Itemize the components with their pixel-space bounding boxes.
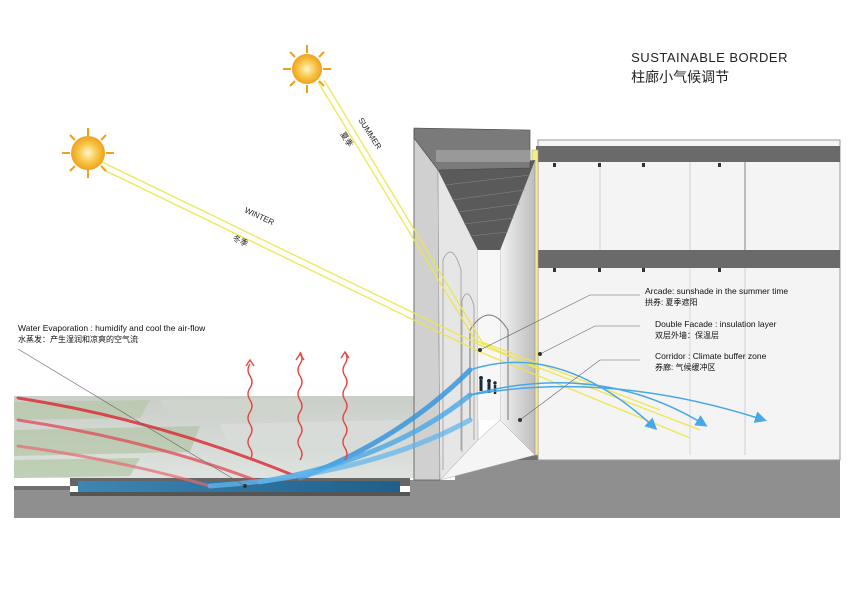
cool-air-flows <box>207 361 767 489</box>
water-evaporation-label: Water Evaporation : humidify and cool th… <box>18 322 205 346</box>
water-label-en: Water Evaporation : humidify and cool th… <box>18 323 206 333</box>
arcade-label-cn: 拱券: 夏季遮阳 <box>645 298 698 307</box>
title-cn: 柱廊小气候调节 <box>631 69 730 85</box>
facade-label-cn: 双层外墙：保温层 <box>655 331 719 340</box>
title-block: SUSTAINABLE BORDER 柱廊小气候调节 <box>631 50 788 87</box>
building-section <box>531 139 841 461</box>
warm-air-flows <box>16 396 302 488</box>
winter-label: WINTER <box>243 206 276 228</box>
arcade-label-en: Arcade: sunshade in the summer time <box>645 286 789 296</box>
winter-label-cn: 冬季 <box>231 233 250 249</box>
corridor-label-cn: 券廊: 气候缓冲区 <box>655 363 716 372</box>
arcade-corridor <box>413 127 536 481</box>
corridor-label: Corridor : Climate buffer zone 券廊: 气候缓冲区 <box>655 350 766 374</box>
title-en: SUSTAINABLE BORDER <box>631 50 788 65</box>
winter-sun-icon <box>62 128 114 178</box>
arcade-label: Arcade: sunshade in the summer time 拱券: … <box>645 285 788 309</box>
facade-label-en: Double Facade : insulation layer <box>655 319 777 329</box>
water-pool <box>70 478 410 496</box>
corridor-label-en: Corridor : Climate buffer zone <box>655 351 767 361</box>
water-label-cn: 水蒸发：产生湿润和凉爽的空气流 <box>18 335 138 344</box>
summer-label: SUMMER <box>356 116 383 151</box>
summer-sun-icon <box>283 45 331 93</box>
ray-labels: SUMMER 夏季 WINTER 冬季 <box>231 116 383 248</box>
double-facade-label: Double Facade : insulation layer 双层外墙：保温… <box>655 318 776 342</box>
sun-rays <box>101 79 701 439</box>
evaporation-arrows <box>245 350 350 461</box>
leader-lines <box>17 294 640 487</box>
